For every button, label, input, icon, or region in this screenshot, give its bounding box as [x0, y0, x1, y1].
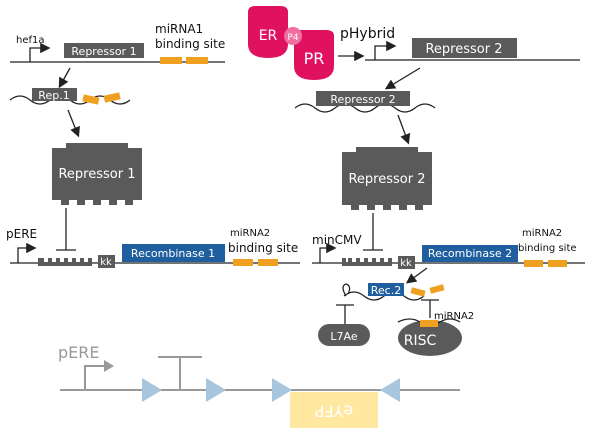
lox-site-1 — [142, 378, 162, 402]
repressor2-mrna-box — [316, 91, 410, 106]
mirna2-label-1: miRNA2 — [230, 228, 270, 239]
er-shape — [248, 6, 288, 58]
rec2-mrna-label: Rec.2 — [371, 284, 401, 297]
repressor2-protein: Repressor 2 — [342, 147, 432, 210]
kozak-label-2: kk — [400, 258, 412, 269]
mirna1-label-1: miRNA1 — [155, 22, 203, 36]
mirna1-mrna-site-1 — [82, 94, 100, 105]
rep1-mrna-box — [32, 88, 77, 101]
arrow-transcription-1 — [58, 67, 71, 89]
mincmv-recombinase2-construct: minCMV kk Recombinase 2 miRNA2 binding s… — [312, 228, 585, 269]
risc-complex: RISC — [397, 318, 462, 356]
rec2-mrna: Rec.2 — [342, 283, 445, 301]
risc-mirna-site — [420, 320, 438, 327]
promoter-arrow — [29, 42, 51, 62]
mirna1-mrna-site-2 — [103, 92, 121, 103]
rep1-mrna-label: Rep.1 — [38, 89, 69, 102]
eyfp-label: eYFP — [314, 402, 353, 421]
l7ae-shape — [318, 324, 370, 346]
pere-promoter-arrow — [17, 242, 37, 263]
hef1a-label: hef1a — [16, 35, 45, 46]
er-pr-complex: ER PR P4 — [248, 6, 334, 80]
pr-shape — [294, 30, 334, 80]
mirna1-site-2 — [186, 57, 208, 64]
eyfp-reporter-construct: pERE eYFP — [58, 343, 460, 428]
pere-label: pERE — [6, 227, 37, 241]
mirna2-small-label: miRNA2 — [434, 311, 474, 322]
repressor1-protein-shape — [52, 143, 142, 205]
mincmv-promoter-arrow — [319, 242, 337, 263]
repressor2-mrna-label: Repressor 2 — [330, 93, 395, 106]
repressor1-gene-label: Repressor 1 — [71, 45, 136, 58]
mirna2b-site-1 — [524, 260, 543, 267]
recombinase1-gene-box — [122, 244, 225, 262]
mirna2-mrna-site-1 — [410, 287, 426, 297]
arrow-translation-2 — [397, 114, 411, 145]
mirna2-label-2: binding site — [228, 241, 298, 255]
kozak-box-2 — [398, 256, 415, 269]
lox-site-4 — [380, 378, 400, 402]
repressor2-gene-box — [412, 38, 517, 58]
rec2-mrna-box — [368, 283, 404, 296]
repressor1-gene-box — [64, 43, 144, 58]
reporter-promoter-line — [84, 365, 106, 390]
repressor2-mrna: Repressor 2 — [294, 91, 436, 113]
mirna1-site-1 — [160, 57, 182, 64]
pr-label: PR — [304, 49, 325, 68]
repressor1-protein: Repressor 1 — [52, 143, 142, 205]
pere-recombinase1-construct: pERE kk Recombinase 1 miRNA2 binding sit… — [6, 227, 300, 268]
lox-site-3 — [272, 378, 292, 402]
pere-bottom-label: pERE — [58, 343, 100, 362]
mirna2b-label-1: miRNA2 — [522, 228, 562, 239]
kozak-box-1 — [98, 255, 115, 268]
recombinase1-gene-label: Recombinase 1 — [131, 247, 215, 260]
repressor1-protein-label: Repressor 1 — [58, 167, 135, 182]
mirna1-label-2: binding site — [155, 37, 225, 51]
p4-circle — [284, 27, 302, 45]
reporter-promoter-head — [104, 360, 114, 372]
l7ae-protein: L7Ae — [318, 324, 370, 346]
mirna2-mrna-site-2 — [429, 284, 445, 294]
kozak-label-1: kk — [100, 257, 112, 268]
repressor2-protein-label: Repressor 2 — [348, 172, 425, 187]
mirna2-site-1 — [233, 259, 253, 266]
risc-shape — [398, 320, 462, 356]
mirna2b-label-2: binding site — [518, 243, 577, 254]
recombinase2-gene-label: Recombinase 2 — [428, 247, 512, 260]
eyfp-gene-box — [290, 392, 378, 428]
phybrid-label: pHybrid — [340, 26, 395, 42]
er-label: ER — [259, 28, 278, 44]
arrow-translation-1 — [67, 109, 80, 138]
hairpin-loop — [342, 283, 351, 297]
repressor1-construct: hef1a Repressor 1 miRNA1 binding site — [10, 22, 225, 64]
mirna2b-site-2 — [548, 260, 567, 267]
arrow-transcription-3 — [405, 267, 428, 284]
mincmv-label: minCMV — [312, 233, 362, 247]
repressor2-protein-shape — [342, 147, 432, 210]
l7ae-label: L7Ae — [330, 330, 357, 343]
mrna-wave-2 — [294, 103, 436, 113]
operator-sites-2 — [342, 258, 392, 266]
p4-label: P4 — [287, 33, 298, 43]
lox-site-2 — [206, 378, 226, 402]
operator-sites-1 — [38, 258, 92, 266]
rep1-mrna: Rep.1 — [9, 88, 131, 105]
mirna2-site-2 — [258, 259, 278, 266]
repressor2-construct: pHybrid Repressor 2 — [340, 26, 580, 61]
phybrid-promoter-arrow — [374, 40, 397, 60]
risc-label: RISC — [404, 333, 437, 349]
recombinase2-gene-box — [422, 245, 518, 262]
arrow-transcription-2 — [384, 67, 421, 90]
repressor2-gene-label: Repressor 2 — [425, 42, 502, 57]
